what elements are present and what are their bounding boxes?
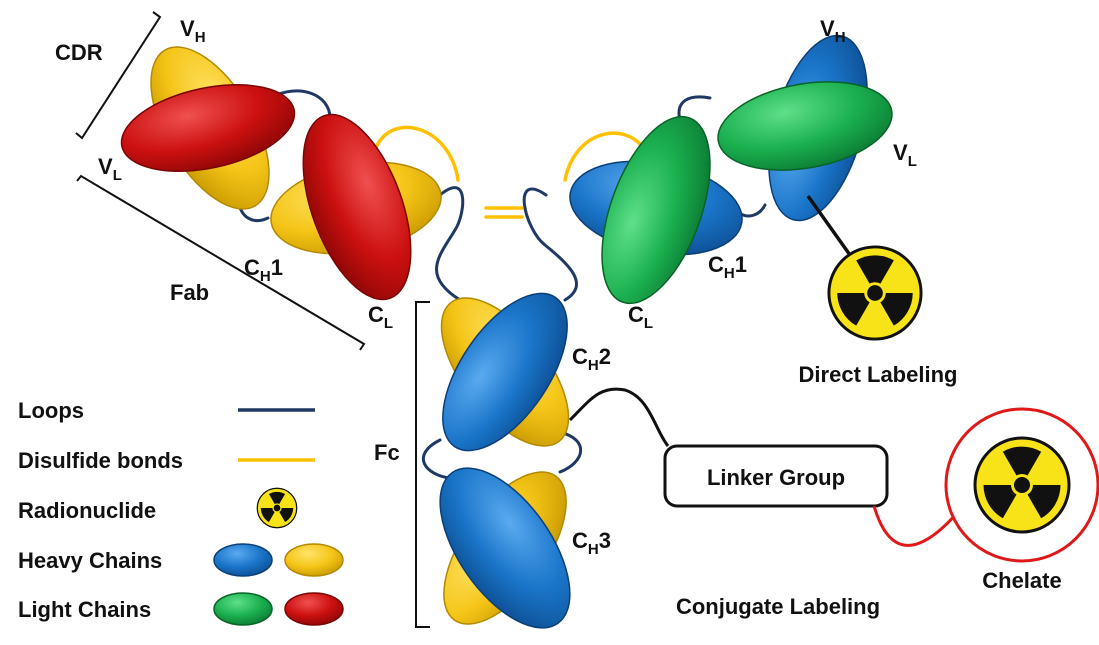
loop-ch2-ch3-left <box>421 438 452 480</box>
loop-left-hinge <box>435 186 465 302</box>
ch3-label: CH3 <box>572 528 611 558</box>
legend-light-label: Light Chains <box>18 597 151 622</box>
legend-light-green-swatch <box>213 592 273 626</box>
left-vl-label: VL <box>98 154 122 184</box>
conjugate-labeling-label: Conjugate Labeling <box>676 594 880 619</box>
chelate-connector <box>872 505 960 547</box>
disulfide-right <box>563 131 647 182</box>
legend-radionuclide-label: Radionuclide <box>18 498 156 523</box>
left-cl-label: CL <box>368 302 393 332</box>
chelate-label: Chelate <box>982 568 1061 593</box>
fab-label: Fab <box>170 280 209 305</box>
fc-bracket <box>415 301 430 628</box>
legend-heavy-label: Heavy Chains <box>18 548 162 573</box>
right-fab-arm <box>569 34 893 305</box>
direct-labeling-label: Direct Labeling <box>799 362 958 387</box>
right-ch1-label: CH1 <box>708 252 747 282</box>
linker-connector <box>568 387 670 447</box>
fc-label: Fc <box>374 440 400 465</box>
legend-loops-label: Loops <box>18 398 84 423</box>
legend-radiation-icon <box>256 487 298 529</box>
direct-radiation-icon <box>827 245 923 341</box>
legend-disulfide-label: Disulfide bonds <box>18 448 183 473</box>
linker-group-label: Linker Group <box>707 465 845 490</box>
disulfide-left <box>373 125 460 182</box>
left-cl-domain <box>302 113 412 301</box>
ch3-blue-domain <box>439 467 571 629</box>
right-cl-domain <box>601 115 711 305</box>
brackets <box>75 11 430 628</box>
cdr-bracket <box>75 11 162 140</box>
chelate-radiation-icon <box>973 436 1071 534</box>
left-vh-label: VH <box>180 16 206 46</box>
loop-ch2-ch3-right <box>558 430 583 474</box>
loop-right-hinge <box>522 187 578 302</box>
conjugate-labeling: Linker Group Chelate Conjugate Labeling <box>568 387 1099 619</box>
linker-group-box <box>663 444 889 508</box>
legend-light-red-swatch <box>284 592 344 626</box>
left-vl-domain <box>120 84 296 172</box>
legend: Loops Disulfide bonds Radionuclide Heavy… <box>18 398 344 626</box>
fc-region <box>439 292 571 629</box>
right-vl-label: VL <box>893 140 917 170</box>
right-cl-label: CL <box>628 302 653 332</box>
right-vh-label: VH <box>820 16 846 46</box>
legend-heavy-blue-swatch <box>213 543 273 577</box>
disulfide-bonds <box>373 125 647 219</box>
left-ch1-label: CH1 <box>244 255 283 285</box>
domain-labels: CDR VH VL CH1 Fab CL VH VL CH1 CL CH2 CH… <box>55 16 917 558</box>
right-vl-domain <box>717 81 893 171</box>
left-fab-arm <box>120 46 442 301</box>
direct-labeling: Direct Labeling <box>799 194 958 387</box>
legend-heavy-yellow-swatch <box>284 543 344 577</box>
fab-bracket <box>76 174 366 351</box>
cdr-label: CDR <box>55 40 103 65</box>
direct-link-line <box>806 194 852 257</box>
ch2-blue-domain <box>442 292 568 452</box>
ch2-label: CH2 <box>572 344 611 374</box>
